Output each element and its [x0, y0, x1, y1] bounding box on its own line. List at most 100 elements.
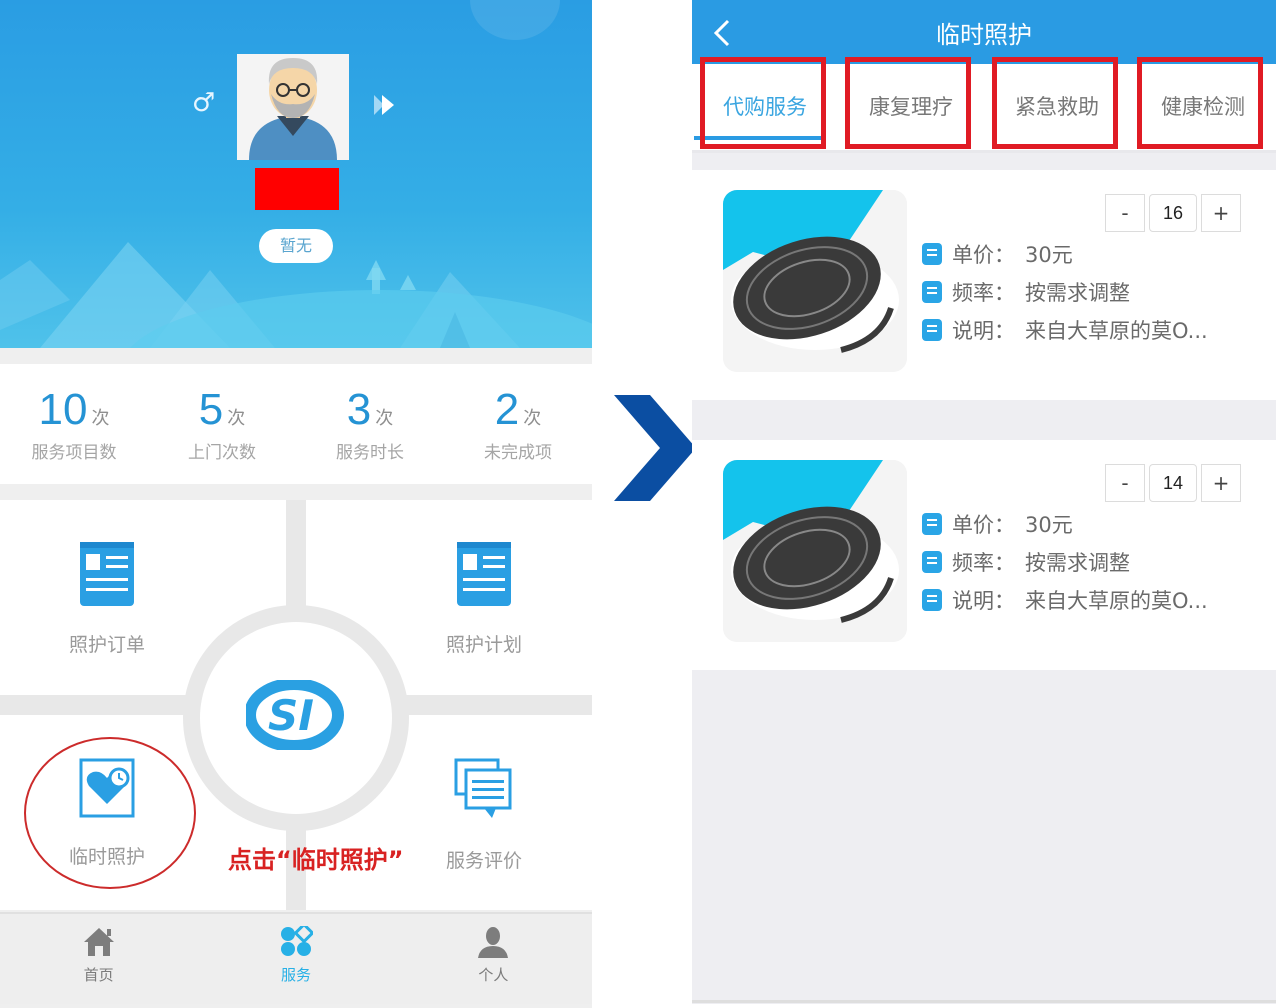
document-icon — [457, 542, 511, 606]
product-card[interactable]: - 16 + 单价： 30元 频率： 按需求调整 说明： 来自大草原的莫O... — [692, 170, 1276, 400]
tab-personal[interactable]: 个人 — [395, 914, 592, 1004]
divider — [692, 1000, 1276, 1003]
stat-value: 5 — [198, 385, 224, 434]
tab-emergency-aid[interactable]: 紧急救助 — [984, 64, 1130, 152]
menu-care-plan[interactable]: 照护计划 — [394, 542, 574, 657]
chat-bubbles-icon — [454, 758, 512, 818]
field-value: 30元 — [1025, 243, 1073, 267]
quantity-value[interactable]: 16 — [1149, 194, 1197, 232]
stat-unit: 次 — [523, 408, 542, 429]
tab-home[interactable]: 首页 — [0, 914, 197, 1004]
info-row-price: 单价： 30元 — [922, 235, 1208, 273]
tab-label: 健康检测 — [1161, 95, 1245, 119]
note-icon — [922, 319, 942, 341]
svg-text:SI: SI — [268, 691, 314, 740]
oreo-cookie-icon — [723, 460, 907, 642]
bottom-tab-bar: 首页 服务 个人 — [0, 912, 592, 1004]
menu-care-orders[interactable]: 照护订单 — [17, 542, 197, 657]
user-name-redacted — [255, 168, 339, 210]
info-row-description: 说明： 来自大草原的莫O... — [922, 311, 1208, 349]
mountain-scenery-icon — [0, 242, 592, 348]
highlight-box-annotation — [845, 57, 971, 149]
status-tag: 暂无 — [259, 229, 333, 263]
profile-header: ♂ 暂无 — [0, 0, 592, 348]
flow-arrow-icon — [614, 395, 696, 501]
tab-label: 个人 — [478, 966, 509, 984]
tab-services[interactable]: 服务 — [197, 914, 394, 1004]
tab-label: 康复理疗 — [869, 95, 953, 119]
note-icon — [922, 551, 942, 573]
menu-label: 照护计划 — [445, 634, 522, 656]
stat-unit: 次 — [375, 408, 394, 429]
elderly-man-avatar-icon — [249, 58, 337, 160]
tab-label: 紧急救助 — [1015, 95, 1099, 119]
quantity-stepper: - 14 + — [1105, 464, 1241, 502]
menu-service-review[interactable]: 服务评价 — [394, 758, 574, 873]
stat-value: 3 — [346, 385, 372, 434]
services-icon — [280, 926, 313, 956]
center-core — [200, 622, 392, 814]
tab-label: 首页 — [83, 966, 114, 984]
tab-label: 服务 — [280, 966, 311, 984]
note-icon — [922, 281, 942, 303]
instruction-annotation: 点击“临时照护” — [228, 846, 404, 874]
increment-button[interactable]: + — [1201, 464, 1241, 502]
highlight-circle-annotation — [24, 737, 196, 889]
field-value: 按需求调整 — [1025, 551, 1130, 575]
si-logo-icon: SI — [244, 678, 346, 754]
field-key: 说明： — [952, 589, 1015, 613]
highlight-box-annotation — [992, 57, 1118, 149]
empty-content-area — [692, 680, 1276, 998]
document-icon — [80, 542, 134, 606]
right-screen-temporary-care: 临时照护 代购服务 康复理疗 紧急救助 健康检测 — [692, 0, 1276, 1004]
chevron-left-icon[interactable] — [712, 18, 732, 52]
decorative-moon — [470, 0, 560, 40]
oreo-cookie-icon — [723, 190, 907, 372]
product-image — [723, 460, 907, 642]
stat-label: 服务时长 — [336, 443, 404, 463]
note-icon — [922, 589, 942, 611]
tab-label: 代购服务 — [723, 95, 807, 119]
stat-value: 10 — [38, 385, 88, 434]
quantity-value[interactable]: 14 — [1149, 464, 1197, 502]
highlight-box-annotation — [1137, 57, 1263, 149]
info-row-description: 说明： 来自大草原的莫O... — [922, 581, 1208, 619]
info-row-frequency: 频率： 按需求调整 — [922, 273, 1208, 311]
increment-button[interactable]: + — [1201, 194, 1241, 232]
field-value: 按需求调整 — [1025, 281, 1130, 305]
avatar[interactable] — [237, 54, 349, 160]
field-key: 说明： — [952, 319, 1015, 343]
info-row-price: 单价： 30元 — [922, 505, 1208, 543]
active-tab-indicator — [694, 136, 822, 140]
person-icon — [478, 927, 509, 958]
product-info: 单价： 30元 频率： 按需求调整 说明： 来自大草原的莫O... — [922, 235, 1208, 349]
stat-label: 服务项目数 — [31, 443, 117, 463]
decrement-button[interactable]: - — [1105, 464, 1145, 502]
product-info: 单价： 30元 频率： 按需求调整 说明： 来自大草原的莫O... — [922, 505, 1208, 619]
tab-purchase-service[interactable]: 代购服务 — [692, 64, 838, 152]
field-value: 来自大草原的莫O... — [1025, 319, 1208, 343]
stat-label: 未完成项 — [484, 443, 552, 463]
stat-unit: 次 — [227, 408, 246, 429]
field-value: 来自大草原的莫O... — [1025, 589, 1208, 613]
highlight-box-annotation — [700, 57, 826, 149]
nav-bar: 临时照护 — [692, 0, 1276, 64]
field-key: 单价： — [952, 243, 1015, 267]
decrement-button[interactable]: - — [1105, 194, 1145, 232]
field-key: 频率： — [952, 281, 1015, 305]
field-key: 单价： — [952, 513, 1015, 537]
product-card[interactable]: - 14 + 单价： 30元 频率： 按需求调整 说明： 来自大草原的莫O... — [692, 440, 1276, 670]
tab-health-check[interactable]: 健康检测 — [1130, 64, 1276, 152]
divider — [692, 150, 1276, 153]
note-icon — [922, 243, 942, 265]
home-icon — [83, 928, 114, 956]
tab-rehab-therapy[interactable]: 康复理疗 — [838, 64, 984, 152]
forward-icon[interactable] — [372, 92, 396, 122]
male-symbol-icon: ♂ — [192, 88, 216, 118]
